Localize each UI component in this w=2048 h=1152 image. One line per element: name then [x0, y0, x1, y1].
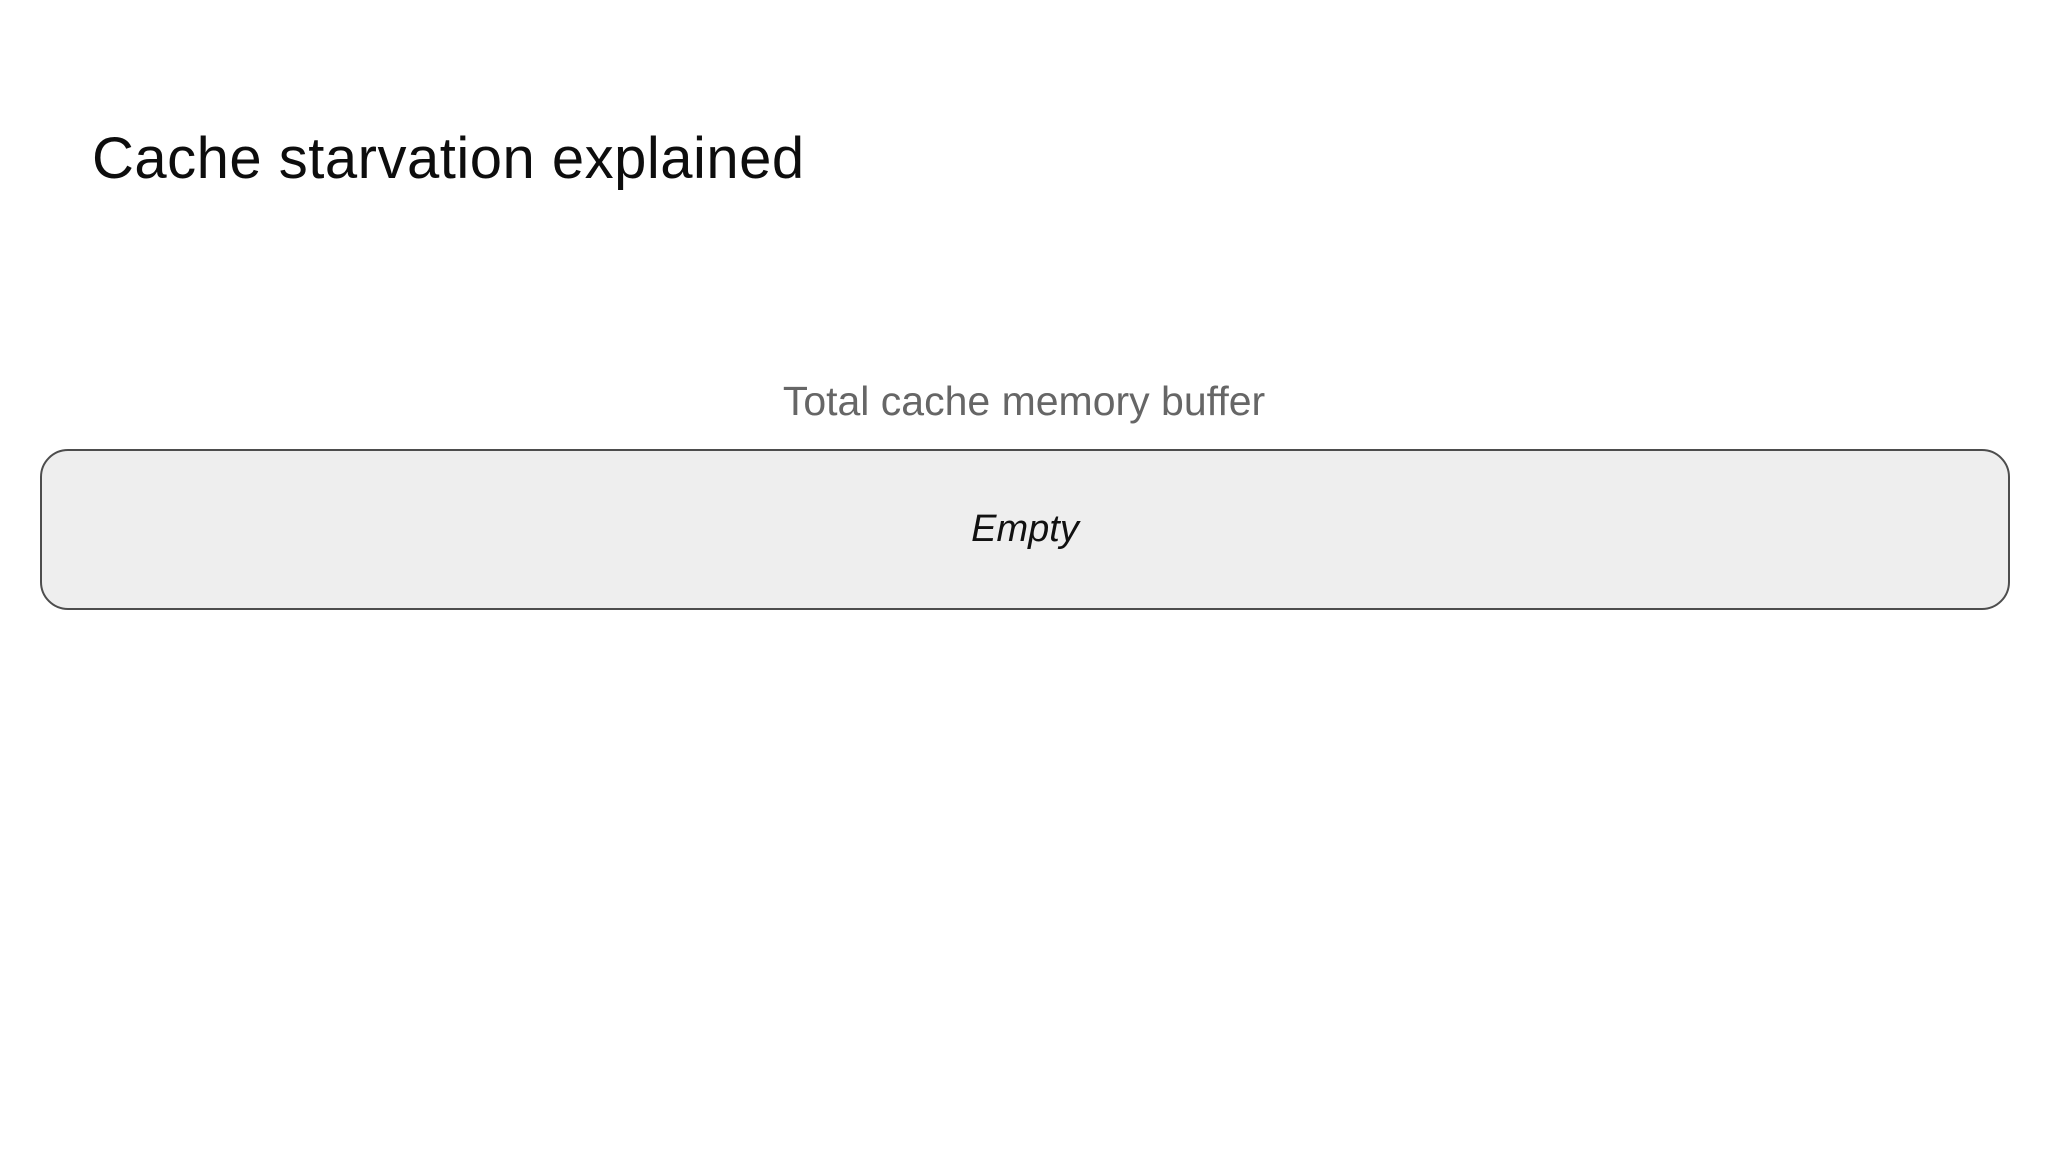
buffer-caption: Total cache memory buffer	[782, 378, 1266, 424]
buffer-state-label: Empty	[971, 508, 1079, 550]
page-title: Cache starvation explained	[92, 126, 805, 191]
cache-buffer-box: Empty	[40, 449, 2010, 610]
